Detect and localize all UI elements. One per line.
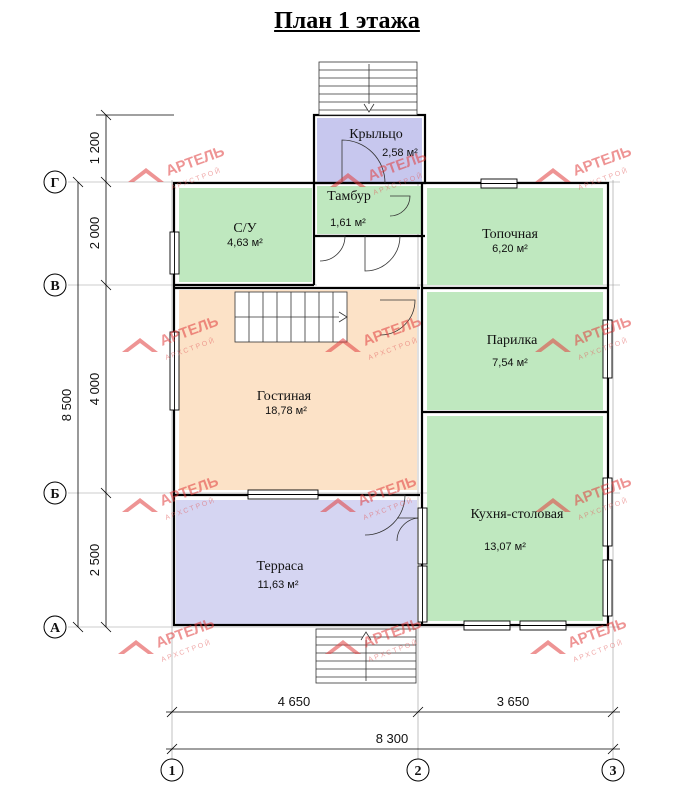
room-kuhnya-area: 13,07 м²	[484, 541, 526, 553]
room-porch-area: 2,58 м²	[382, 147, 418, 159]
porch-stairs	[318, 61, 418, 116]
page-title: План 1 этажа	[274, 8, 420, 34]
axis-col-2: 2	[415, 764, 422, 779]
room-gostinaya-area: 18,78 м²	[265, 405, 307, 417]
dim-left-total: 8 500	[59, 389, 74, 422]
door-swings	[319, 139, 421, 542]
interior-staircase	[234, 291, 348, 343]
axis-col-3: 3	[610, 764, 617, 779]
room-su-area: 4,63 м²	[227, 237, 263, 249]
room-tambur-area: 1,61 м²	[330, 217, 366, 229]
dim-left-2500: 2 500	[87, 544, 102, 577]
dim-bottom-4650: 4 650	[278, 694, 311, 709]
room-kuhnya-name: Кухня-столовая	[471, 507, 564, 522]
axis-row-b: Б	[50, 487, 59, 502]
dim-left-4000: 4 000	[87, 373, 102, 406]
room-porch-name: Крыльцо	[349, 127, 403, 142]
terrace-stairs	[315, 628, 417, 684]
axis-col-1: 1	[169, 764, 176, 779]
dim-bottom-3650: 3 650	[497, 694, 530, 709]
room-parilka-name: Парилка	[487, 333, 538, 348]
room-su-name: С/У	[233, 221, 256, 236]
room-terrasa-area: 11,63 м²	[258, 579, 299, 591]
room-kuhnya-fill	[427, 416, 603, 621]
room-tambur-name: Тамбур	[327, 189, 371, 204]
axis-row-a: А	[50, 621, 61, 636]
room-parilka-fill	[427, 292, 603, 410]
dim-bottom-total: 8 300	[376, 731, 409, 746]
room-su-fill	[179, 188, 312, 282]
axis-row-g: Г	[51, 176, 60, 191]
dim-left-1200: 1 200	[87, 132, 102, 165]
windows	[169, 178, 613, 631]
room-parilka-area: 7,54 м²	[492, 357, 528, 369]
dim-left-2000: 2 000	[87, 217, 102, 250]
room-terrasa-name: Терраса	[256, 559, 304, 574]
room-topochnaya-fill	[427, 188, 603, 285]
axis-row-v: В	[50, 279, 59, 294]
room-gostinaya-name: Гостиная	[257, 389, 312, 404]
room-topochnaya-area: 6,20 м²	[492, 243, 528, 255]
room-topochnaya-name: Топочная	[482, 227, 538, 242]
room-terrasa-fill	[176, 500, 417, 624]
